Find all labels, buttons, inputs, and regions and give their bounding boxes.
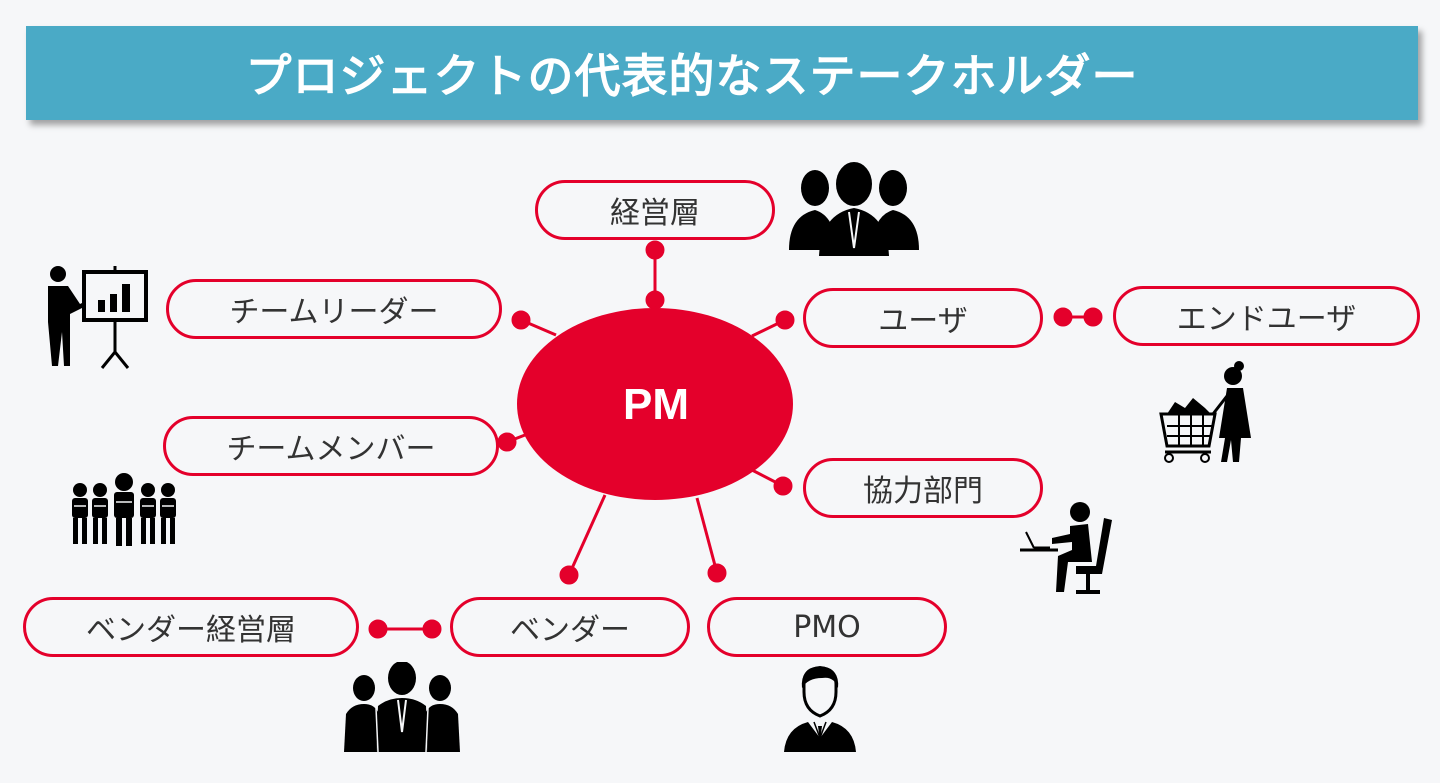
desk-worker-icon: [1020, 502, 1112, 594]
diagram-title: プロジェクトの代表的なステークホルダー: [245, 49, 1139, 103]
node-user: ユーザ: [803, 288, 1043, 348]
pm-label: PM: [623, 380, 689, 429]
node-vendor: ベンダー: [450, 597, 690, 657]
connector-dot: [497, 432, 517, 452]
node-pmo: PMO: [707, 597, 947, 657]
connector-dot: [511, 310, 531, 330]
connector-dot: [368, 619, 388, 639]
group-business-icon: [789, 162, 919, 256]
team-group-icon: [72, 473, 176, 546]
connector-dot: [773, 476, 793, 496]
connector-dot: [645, 290, 665, 310]
connector-dot: [422, 619, 442, 639]
businessman-icon: [784, 666, 856, 752]
connector-line-pmo: [695, 497, 719, 574]
node-team-member: チームメンバー: [163, 416, 499, 476]
executives-icon: [344, 662, 460, 753]
connector-dot: [559, 565, 579, 585]
shopper-cart-icon: [1159, 361, 1251, 463]
node-vendor-management: ベンダー経営層: [23, 597, 359, 657]
node-end-user: エンドユーザ: [1113, 286, 1420, 346]
connector-dot: [775, 310, 795, 330]
node-management: 経営層: [535, 180, 775, 240]
connector-dot: [645, 240, 665, 260]
node-team-leader: チームリーダー: [166, 279, 502, 339]
connector-dot: [1053, 307, 1073, 327]
title-banner: プロジェクトの代表的なステークホルダー: [26, 26, 1418, 120]
connector-dot: [1083, 307, 1103, 327]
connector-line-vendor: [567, 494, 607, 576]
node-cooperating-dept: 協力部門: [803, 458, 1043, 518]
presenter-chart-icon: [48, 266, 148, 369]
pm-node: [517, 308, 793, 500]
connector-dot: [707, 563, 727, 583]
